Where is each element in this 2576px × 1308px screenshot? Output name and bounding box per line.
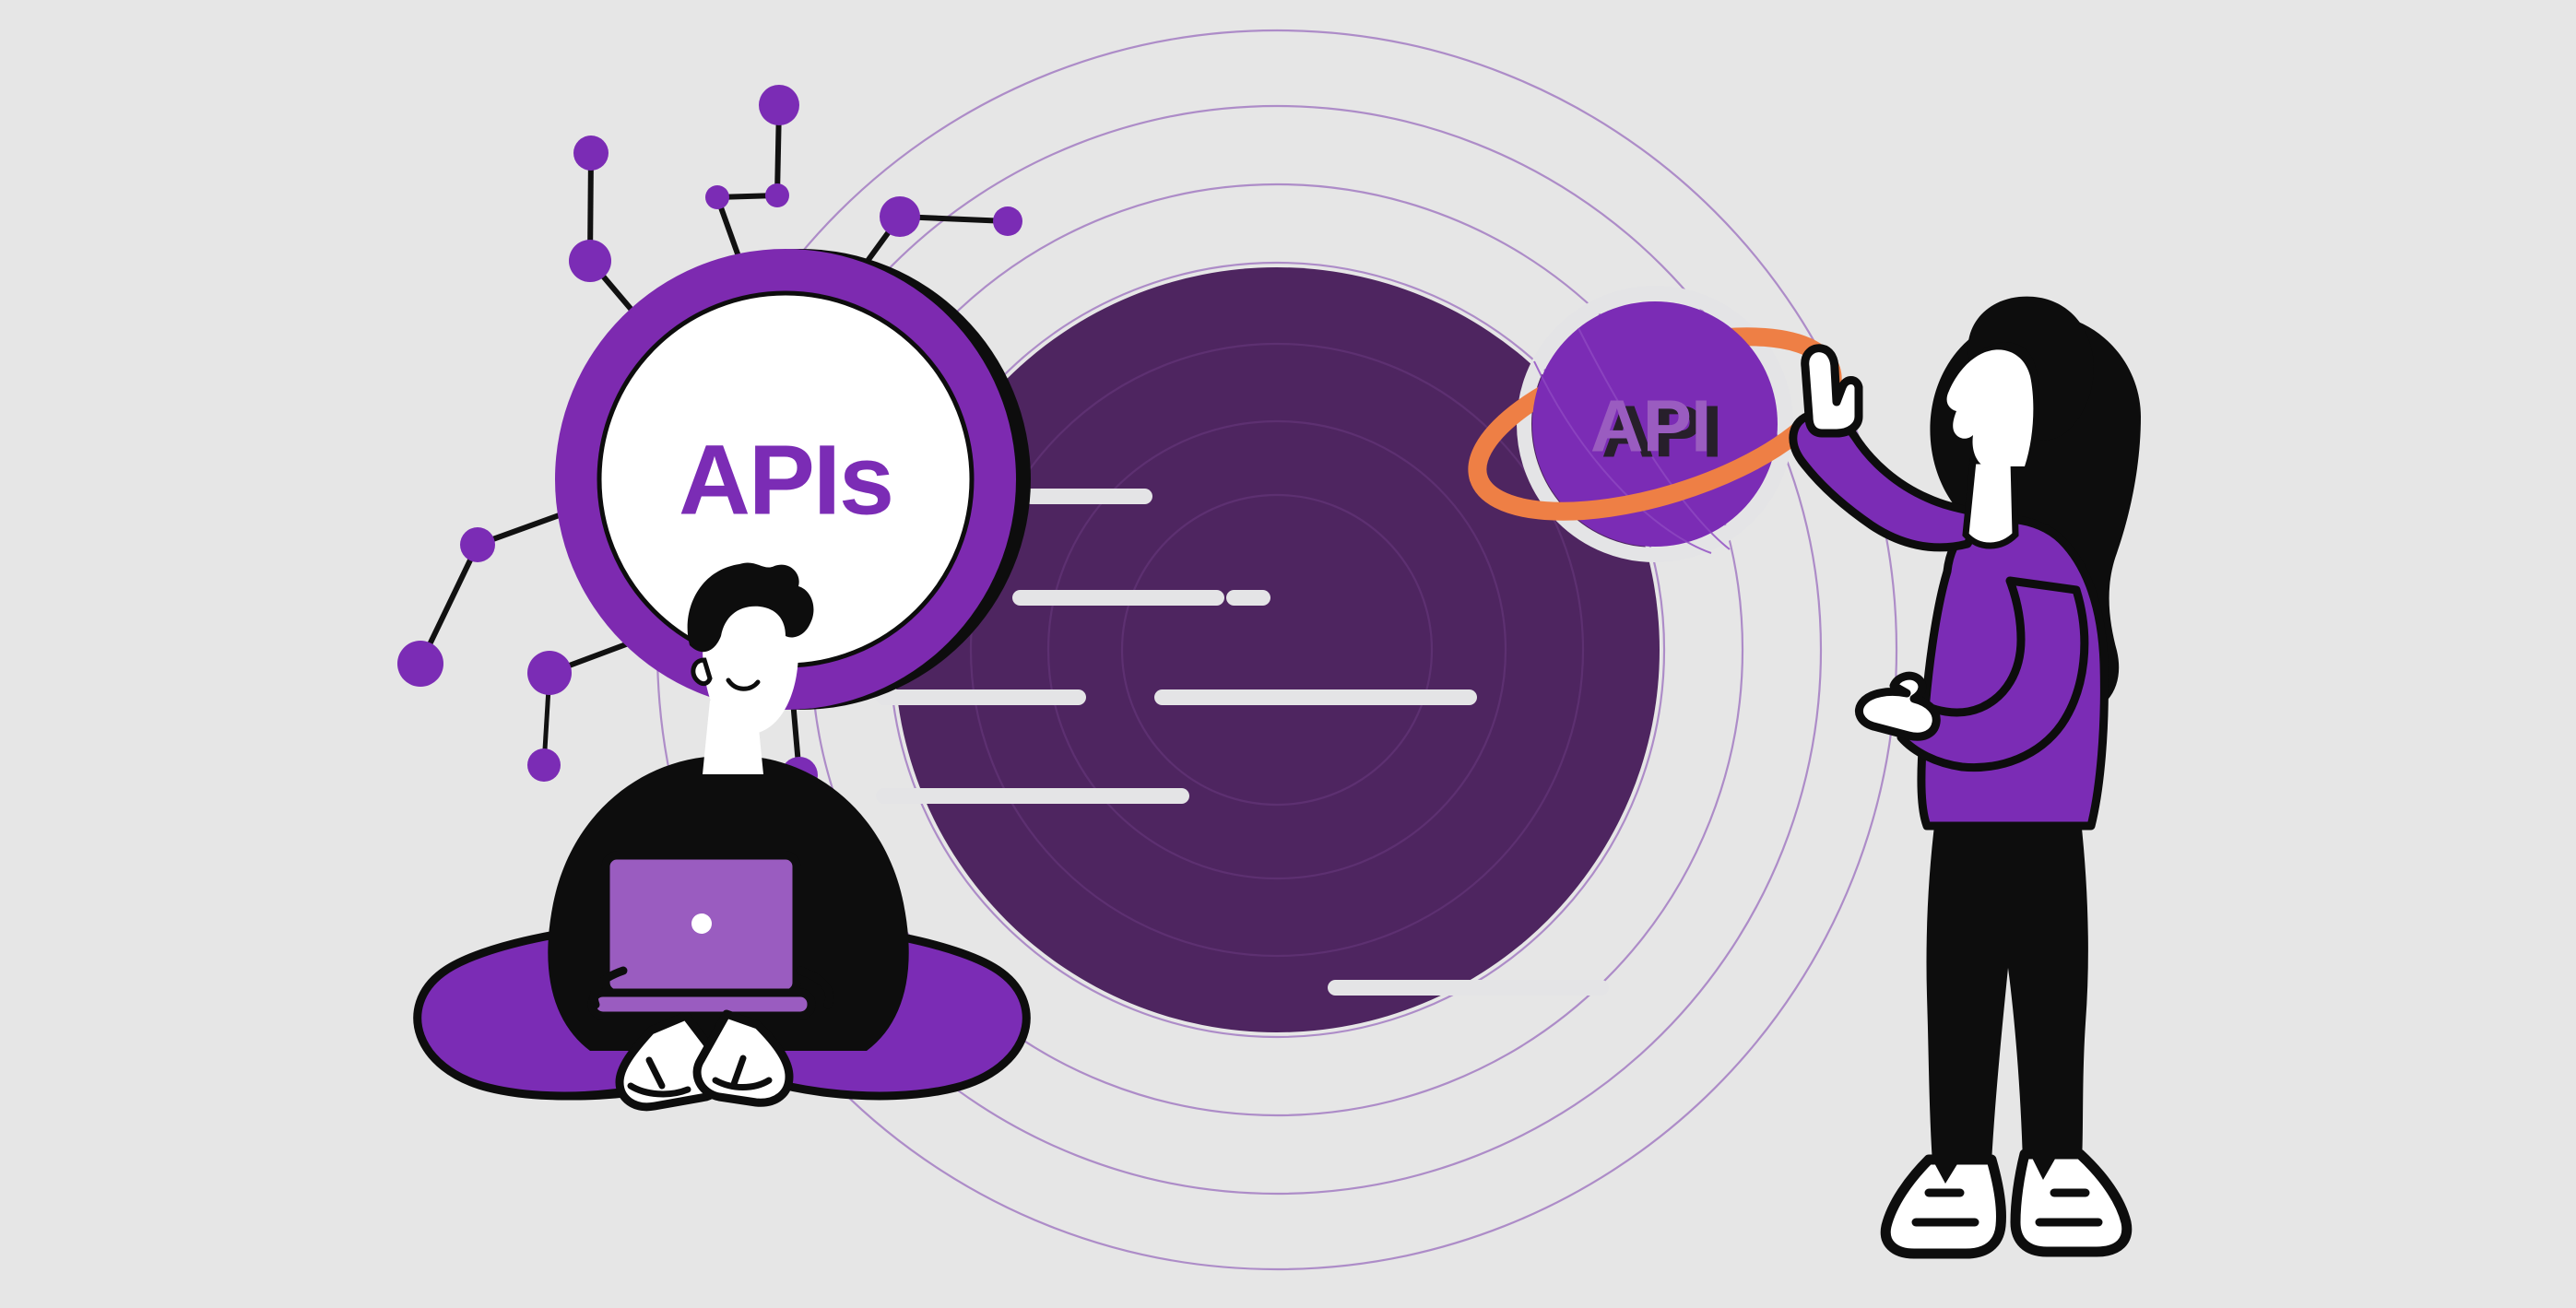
dark-inner-ring-2 — [1046, 419, 1507, 880]
standing-hand-pointing — [1801, 344, 1863, 438]
speed-line-2 — [1012, 590, 1224, 606]
standing-pants — [1926, 811, 2088, 1163]
network-node-n11[interactable] — [527, 748, 561, 782]
seated-hair — [687, 562, 814, 653]
seated-shoes — [615, 1009, 794, 1112]
apis-badge-label: APIs — [679, 424, 892, 536]
seated-shoe-left-lace — [645, 1056, 666, 1090]
seated-shoe-right-sole — [712, 1077, 773, 1090]
person-standing — [1789, 296, 2141, 1259]
dark-circle-inner-rings — [969, 342, 1585, 958]
standing-hair-front — [1967, 296, 2094, 441]
dark-inner-ring-1 — [969, 342, 1585, 958]
seated-arm-left — [590, 966, 628, 1009]
seated-shoe-right-lace — [730, 1055, 747, 1088]
api-sphere-meridian-2 — [1533, 360, 1712, 554]
seated-smile — [726, 678, 761, 691]
network-node-n4[interactable] — [705, 185, 729, 209]
network-node-n3[interactable] — [765, 183, 789, 207]
network-node-n5[interactable] — [880, 196, 920, 237]
speed-line-7 — [1328, 980, 1609, 996]
person-seated — [413, 562, 1031, 1112]
speed-lines-group — [876, 489, 1609, 996]
standing-shoe-left — [1880, 1154, 2006, 1259]
network-node-n6[interactable] — [993, 206, 1022, 236]
api-sphere-meridians — [1533, 327, 1731, 554]
standing-shoe-right-notch — [2030, 1154, 2058, 1180]
apis-badge[interactable]: APIs — [555, 249, 1031, 710]
speed-line-6 — [876, 788, 1189, 804]
seated-arm-right — [796, 966, 833, 1009]
standing-face — [1946, 349, 2034, 466]
api-sphere-label: API — [1590, 385, 1710, 467]
seated-shoe-left-sole — [627, 1082, 691, 1098]
network-node-n9[interactable] — [397, 641, 443, 687]
speed-line-1 — [1023, 489, 1152, 504]
network-node-n2[interactable] — [573, 136, 609, 171]
seated-laptop-camera-dot — [691, 913, 712, 934]
speed-line-4 — [876, 689, 1086, 705]
api-sphere-halo — [1517, 286, 1793, 562]
network-node-n7[interactable] — [569, 240, 611, 282]
network-node-n8[interactable] — [460, 527, 495, 562]
seated-laptop-base — [587, 988, 816, 1020]
standing-shoes — [1880, 1149, 2133, 1259]
speed-line-3 — [1226, 590, 1270, 606]
standing-neck — [1962, 457, 2019, 549]
standing-shoe-left-notch — [1932, 1160, 1960, 1184]
speed-line-5 — [1154, 689, 1477, 705]
network-node-n1[interactable] — [759, 85, 799, 125]
seated-head — [703, 591, 798, 735]
api-sphere-label-shadow: API — [1601, 391, 1721, 473]
dark-inner-ring-3 — [1120, 493, 1434, 807]
standing-arm-front — [1897, 576, 2089, 772]
api-sphere-meridian-1 — [1578, 327, 1731, 550]
seated-face-notch — [691, 657, 713, 687]
standing-hand-resting — [1855, 671, 1941, 741]
dark-backdrop-circle — [894, 267, 1660, 1032]
network-node-n10[interactable] — [527, 651, 572, 695]
